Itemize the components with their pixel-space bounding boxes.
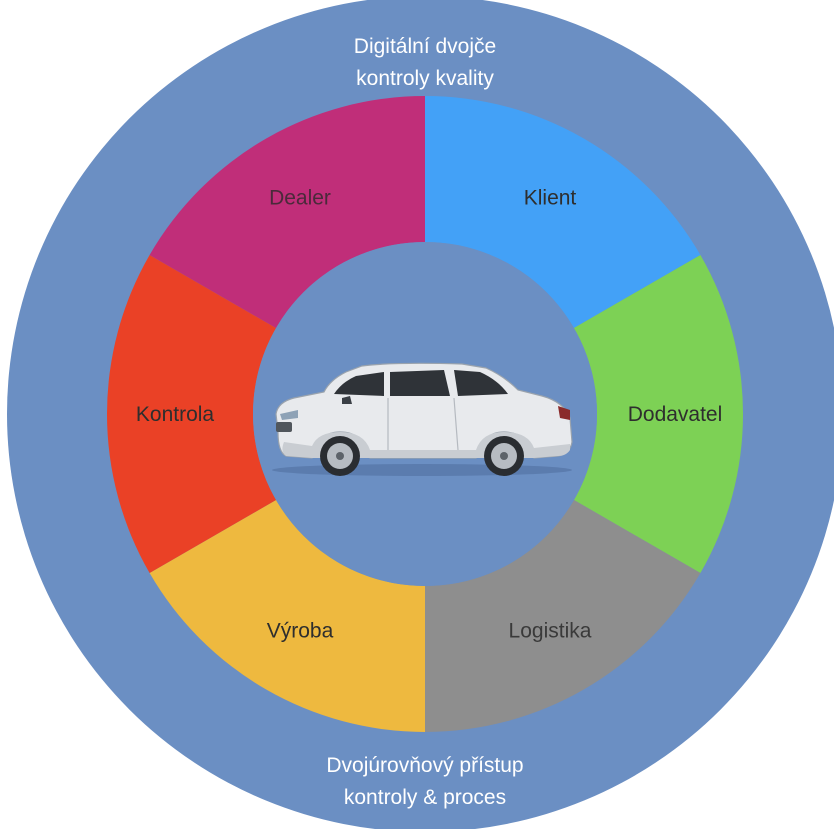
segment-label-klient: Klient	[524, 186, 577, 209]
outer-ring-top-line-2: kontroly kvality	[356, 67, 494, 90]
segment-dodavatel	[573, 255, 743, 573]
segment-label-dodavatel: Dodavatel	[628, 403, 723, 426]
outer-ring-bottom-line-2: kontroly & proces	[344, 786, 506, 809]
segment-label-logistika: Logistika	[509, 620, 592, 643]
outer-ring-top-line-1: Digitální dvojče	[354, 35, 496, 58]
segment-vyroba	[149, 500, 425, 732]
segment-label-vyroba: Výroba	[267, 620, 334, 643]
car-icon	[272, 362, 573, 476]
outer-ring-bottom-line-1: Dvojúrovňový přístup	[326, 754, 523, 777]
segment-klient	[425, 96, 701, 328]
segment-logistika	[425, 500, 701, 732]
segment-dealer	[149, 96, 425, 328]
segment-label-dealer: Dealer	[269, 186, 331, 209]
segment-label-kontrola: Kontrola	[136, 403, 215, 426]
segment-kontrola	[107, 255, 277, 573]
